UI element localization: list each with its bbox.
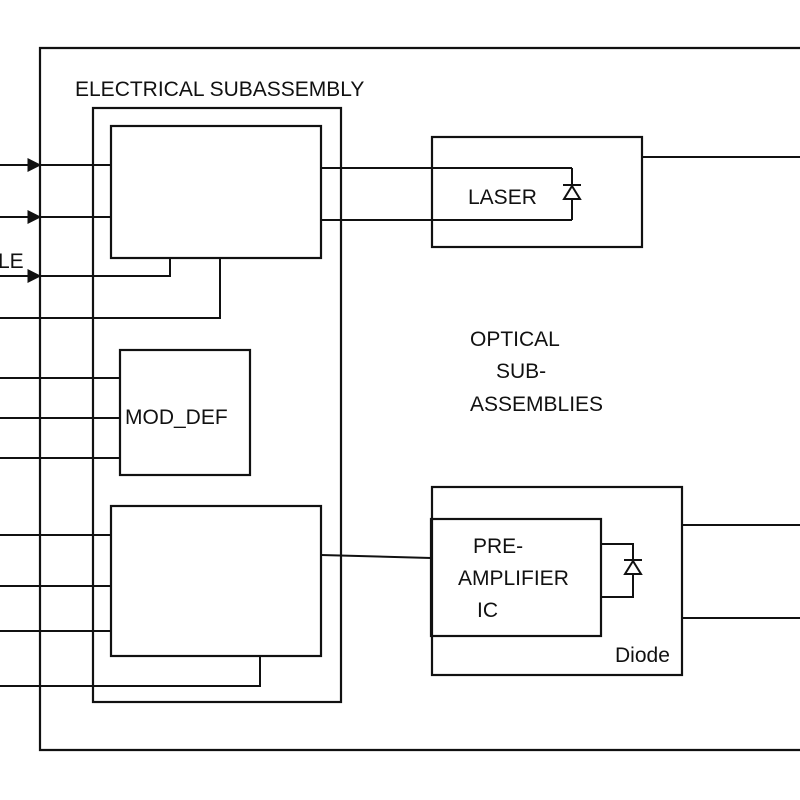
mod-def-label: MOD_DEF [125, 406, 228, 429]
electrical-subassembly-box [91, 106, 343, 704]
laser-box [430, 135, 644, 249]
preamp-label-line2: AMPLIFIER [458, 567, 569, 590]
driver-block [109, 124, 323, 260]
enable-line [40, 258, 171, 277]
optical-label-line1: OPTICAL [470, 328, 560, 351]
receiver-block [109, 504, 323, 658]
optical-label-line2: SUB- [496, 360, 546, 383]
receiver-to-preamp-line [320, 554, 432, 559]
preamp-label-line1: PRE- [473, 535, 523, 558]
mod-def-block [118, 348, 252, 477]
laser-label: LASER [468, 186, 537, 209]
fault-line [0, 258, 221, 319]
preamp-label-line3: IC [477, 599, 498, 622]
electrical-subassembly-label: ELECTRICAL SUBASSEMBLY [75, 78, 364, 101]
preamplifier-ic-box [429, 517, 603, 638]
rx-los-line [0, 656, 261, 687]
optical-label-line3: ASSEMBLIES [470, 393, 603, 416]
laser-diode-icon [562, 168, 582, 220]
photodiode-icon [601, 543, 643, 598]
partial-left-label: LE [0, 250, 24, 273]
module-outline [38, 46, 800, 752]
diode-label: Diode [615, 644, 670, 667]
